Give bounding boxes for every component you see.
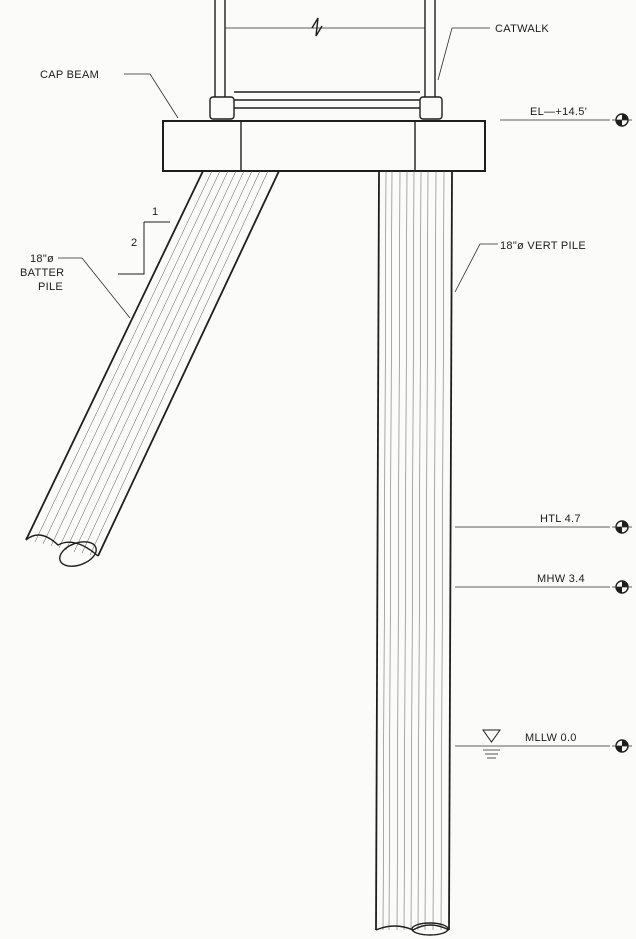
batter-pile: [25, 170, 280, 567]
batter-pile-word2-label: PILE: [38, 281, 63, 293]
elevation-label: MLLW 0.0: [525, 732, 577, 744]
elevation-label: HTL 4.7: [540, 513, 581, 525]
slope-rise-label: 2: [131, 237, 137, 249]
cap-beam: [162, 120, 486, 172]
catwalk-posts: [214, 0, 436, 97]
elevation-mhw: MHW 3.4: [455, 573, 632, 594]
batter-pile-size-label: 18"ø: [30, 253, 54, 265]
elevation-label: MHW 3.4: [537, 573, 585, 585]
elevation-label: EL—+14.5': [530, 106, 587, 118]
vertical-pile: [375, 170, 453, 936]
batter-pile-word1-label: BATTER: [20, 267, 64, 279]
elevation-el: EL—+14.5': [500, 106, 632, 127]
slope-indicator: 1 2: [118, 206, 170, 275]
component-labels: CATWALK CAP BEAM 18"ø VERT PILE 18"ø BAT…: [20, 23, 586, 293]
catwalk-deck: [209, 91, 443, 120]
vert-pile-label: 18"ø VERT PILE: [500, 240, 586, 252]
leader-lines: [58, 27, 498, 319]
cap-beam-label: CAP BEAM: [40, 69, 99, 81]
catwalk-label: CATWALK: [495, 23, 549, 35]
elevation-htl: HTL 4.7: [455, 513, 632, 534]
slope-run-label: 1: [152, 206, 158, 218]
elevation-mllw: MLLW 0.0: [455, 729, 632, 759]
